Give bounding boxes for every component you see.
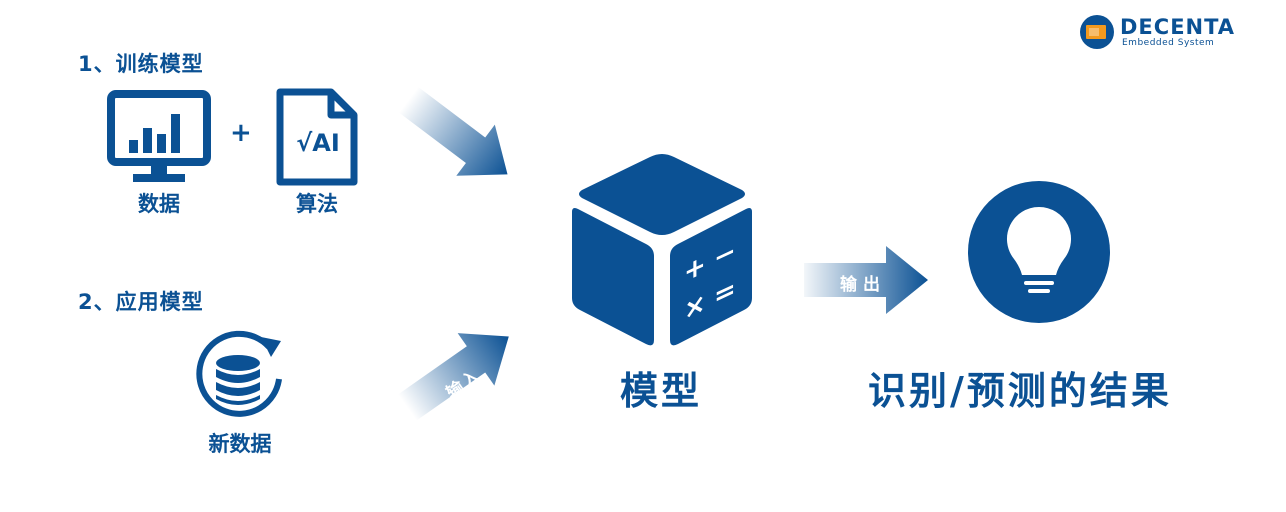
new-data-label: 新数据 <box>208 432 272 456</box>
brand-logo: DECENTA Embedded System <box>1078 12 1268 52</box>
plus-sign: + <box>230 118 252 148</box>
data-label: 数据 <box>138 192 180 216</box>
step-train-title: 1、训练模型 <box>78 52 204 76</box>
output-arrow-label: 输出 <box>840 275 886 295</box>
database-cycle-icon <box>191 327 289 425</box>
input-arrow <box>398 333 509 421</box>
data-monitor-icon <box>107 90 211 188</box>
train-arrow <box>398 86 508 176</box>
logo-wordmark: DECENTA <box>1120 15 1236 39</box>
algorithm-label: 算法 <box>296 192 338 216</box>
result-label: 识别/预测的结果 <box>868 369 1172 413</box>
lightbulb-icon <box>968 181 1110 323</box>
output-arrow <box>804 246 928 314</box>
model-label: 模型 <box>620 369 703 413</box>
algorithm-document-icon: √AI <box>275 87 359 187</box>
step-apply-title: 2、应用模型 <box>78 290 204 314</box>
algorithm-icon-text: √AI <box>296 129 340 157</box>
logo-mark-icon <box>1080 15 1114 49</box>
logo-tagline: Embedded System <box>1122 38 1215 48</box>
model-cube-icon: + − × = <box>566 150 758 350</box>
